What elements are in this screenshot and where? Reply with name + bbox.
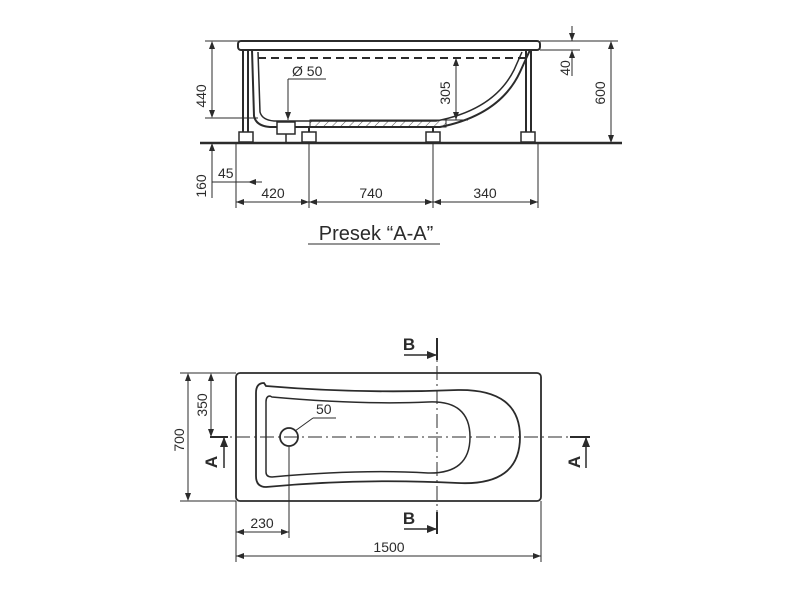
dim-740: 740	[359, 185, 383, 201]
section-label-b-bottom: B	[403, 509, 415, 528]
section-marker-b-bottom: B	[403, 509, 438, 534]
drain-outlet	[276, 121, 296, 135]
dim-350: 350	[194, 393, 210, 417]
basin-outer	[255, 382, 521, 488]
dim-drain-50: 50	[316, 401, 332, 417]
dim-drain-diameter: Ø 50	[292, 63, 323, 79]
dim-600: 600	[592, 81, 608, 105]
section-marker-a-left: A	[202, 436, 228, 468]
dim-1500: 1500	[373, 539, 404, 555]
tub-body-outer	[251, 49, 531, 128]
plan-view: 50 A A B B	[171, 335, 590, 562]
section-label-a-left: A	[202, 456, 221, 468]
section-view: 440 160 45 420 740 340 305 Ø 50 4	[193, 26, 622, 245]
dim-440: 440	[193, 84, 209, 108]
section-label-a-right: A	[565, 456, 584, 468]
dim-700: 700	[171, 428, 187, 452]
section-label-b-top: B	[403, 335, 415, 354]
dim-420: 420	[261, 185, 285, 201]
basin-inner	[265, 395, 471, 478]
tub-rim	[237, 40, 541, 51]
dim-160: 160	[193, 174, 209, 198]
bottom-reinforcement	[309, 119, 447, 128]
dim-45: 45	[218, 165, 234, 181]
section-caption: Presek “A-A”	[319, 223, 433, 245]
dim-40: 40	[557, 60, 573, 76]
support-legs	[238, 50, 536, 143]
dim-230: 230	[250, 515, 274, 531]
dim-340: 340	[473, 185, 497, 201]
dim-305: 305	[437, 81, 453, 105]
section-marker-b-top: B	[403, 335, 438, 360]
section-marker-a-right: A	[565, 436, 590, 468]
